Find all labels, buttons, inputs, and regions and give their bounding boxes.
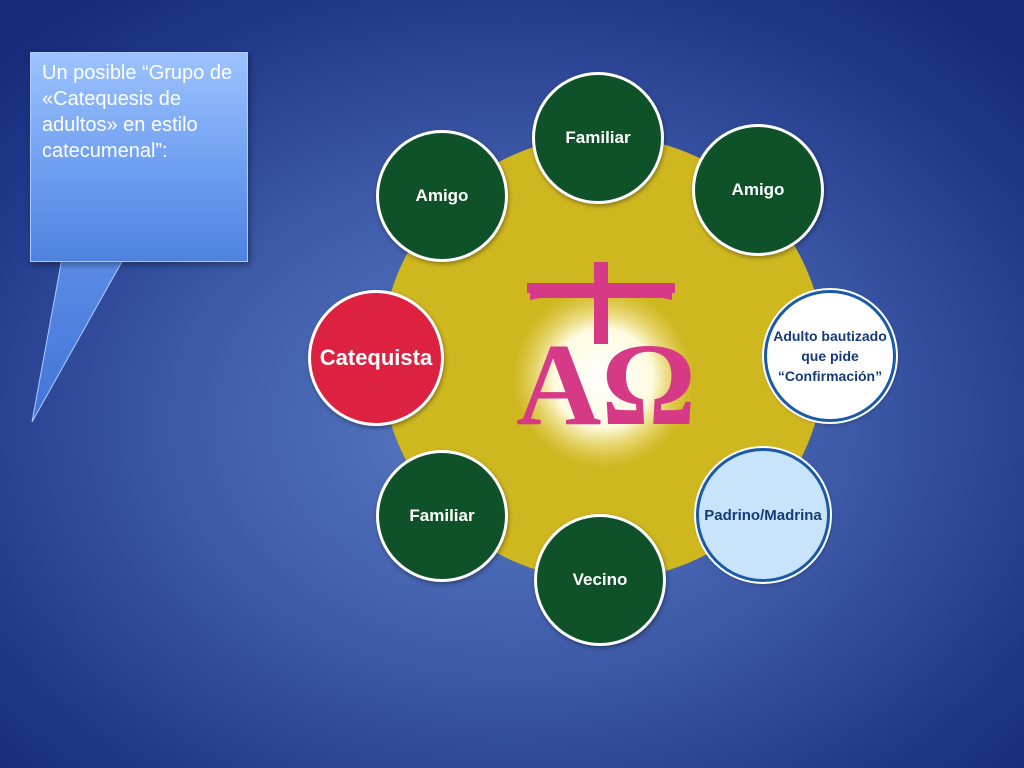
node-label: Familiar [565,128,631,147]
alpha-omega-cross-icon [527,262,675,344]
node-familiar-top: Familiar [532,72,664,204]
callout-text: Un posible “Grupo de «Catequesis de adul… [42,62,233,162]
node-label: Familiar [409,506,475,525]
node-amigo-left: Amigo [376,130,508,262]
node-label: Catequista [319,345,433,370]
node-padrino-madrina: Padrino/Madrina [696,448,830,582]
node-label: Vecino [572,570,628,589]
node-familiar-bottom: Familiar [376,450,508,582]
node-vecino: Vecino [534,514,666,646]
center-symbol-letters: AΩ [516,319,696,450]
node-amigo-right: Amigo [692,124,824,256]
node-label: Amigo [415,186,469,205]
node-label: Amigo [731,180,785,199]
speech-callout [30,52,248,262]
symbol-glow [513,288,693,468]
node-adulto-confirmacion: Adulto bautizado que pide “Confirmación” [764,290,896,422]
node-label: Padrino/Madrina [704,506,822,524]
node-label: Adulto bautizado que pide “Confirmación” [773,328,887,384]
node-catequista: Catequista [308,290,444,426]
